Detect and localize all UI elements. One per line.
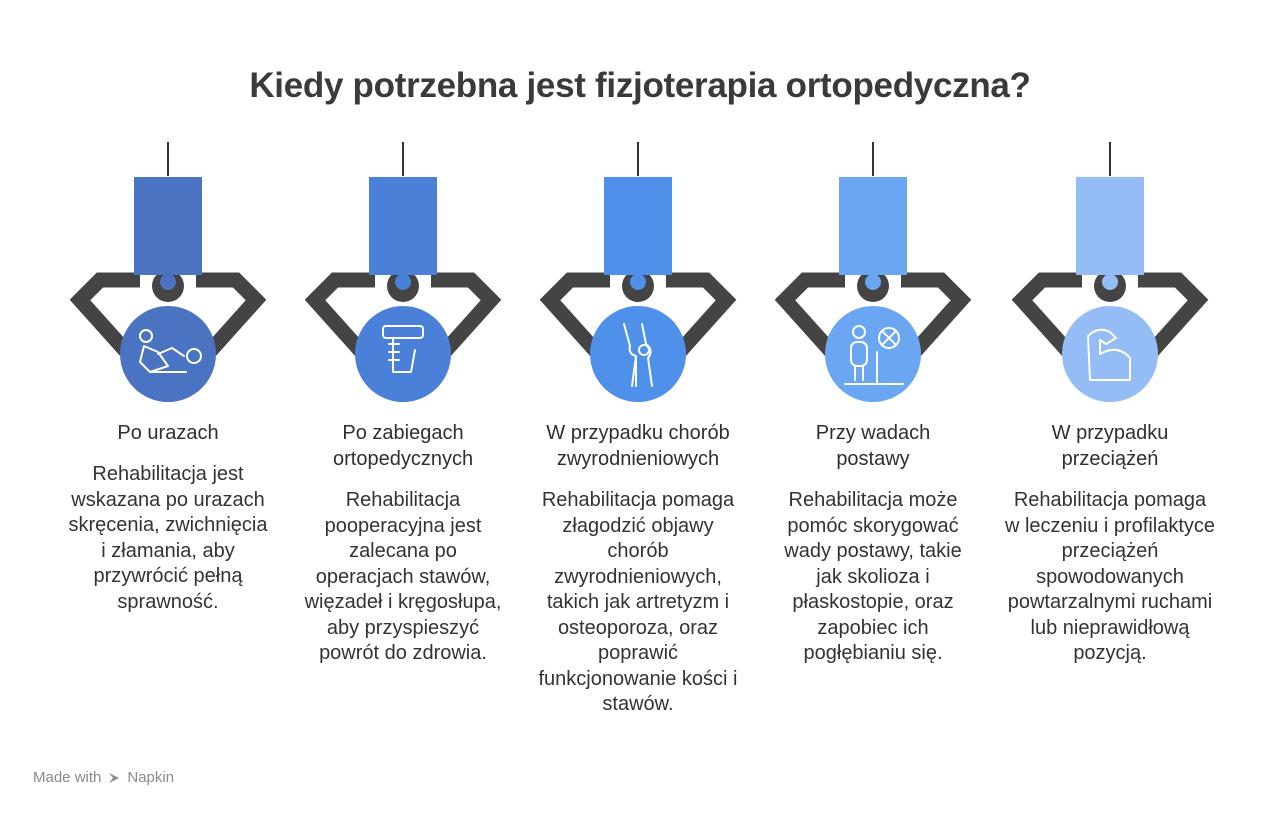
flexed-arm-icon bbox=[1087, 328, 1131, 381]
posture-icon bbox=[844, 325, 904, 385]
icon-circle bbox=[825, 306, 921, 402]
icon-circle bbox=[590, 306, 686, 402]
claw-body bbox=[604, 177, 672, 275]
step-heading: W przypadku chorób zwyrodnieniowych bbox=[546, 422, 730, 470]
robot-claw-2 bbox=[304, 142, 502, 402]
robot-claw-3 bbox=[539, 142, 737, 402]
robot-claw-5 bbox=[1011, 142, 1209, 402]
made-with-label: Made with bbox=[33, 769, 102, 786]
step-heading: Po urazach bbox=[117, 422, 219, 444]
icon-circle bbox=[355, 306, 451, 402]
claw-body bbox=[1076, 177, 1144, 275]
napkin-logo-icon bbox=[109, 772, 120, 783]
steps-row: Po urazach Rehabilitacja jest wskazana p… bbox=[0, 140, 1280, 740]
claw-joint-dot bbox=[160, 274, 176, 290]
claw-joint-dot bbox=[1102, 274, 1118, 290]
claw-left-arm bbox=[69, 272, 140, 364]
claw-right-arm bbox=[196, 272, 267, 364]
step-heading: W przypadku przeciążeń bbox=[1051, 422, 1169, 470]
step-description: Rehabilitacja pooperacyjna jest zalecana… bbox=[304, 489, 502, 664]
claw-right-arm bbox=[666, 272, 737, 364]
step-description: Rehabilitacja może pomóc skorygować wady… bbox=[784, 489, 962, 664]
claw-left-arm bbox=[1011, 272, 1082, 364]
claw-body bbox=[134, 177, 202, 275]
robot-claw-1 bbox=[69, 142, 267, 402]
robot-claw-4 bbox=[774, 142, 972, 402]
claw-body bbox=[369, 177, 437, 275]
claw-left-arm bbox=[304, 272, 375, 364]
claw-joint-dot bbox=[630, 274, 646, 290]
claw-right-arm bbox=[901, 272, 972, 364]
claw-body bbox=[839, 177, 907, 275]
hand-grip-icon bbox=[382, 325, 424, 373]
brand-label: Napkin bbox=[127, 769, 175, 786]
step-description: Rehabilitacja pomaga złagodzić objawy ch… bbox=[538, 489, 738, 715]
page-title: Kiedy potrzebna jest fizjoterapia ortope… bbox=[249, 66, 1031, 105]
knee-joint-icon bbox=[623, 323, 653, 387]
claw-right-arm bbox=[1138, 272, 1209, 364]
icon-circle bbox=[1062, 306, 1158, 402]
claw-joint-dot bbox=[395, 274, 411, 290]
step-description: Rehabilitacja pomaga w leczeniu i profil… bbox=[1004, 489, 1216, 664]
step-heading: Przy wadach postawy bbox=[815, 422, 931, 470]
footer-watermark: Made with Napkin bbox=[33, 769, 174, 786]
step-description: Rehabilitacja jest wskazana po urazach s… bbox=[68, 463, 268, 613]
injured-person-icon bbox=[139, 329, 202, 373]
step-heading: Po zabiegach ortopedycznych bbox=[333, 422, 474, 470]
claw-left-arm bbox=[774, 272, 845, 364]
claw-right-arm bbox=[431, 272, 502, 364]
claw-left-arm bbox=[539, 272, 610, 364]
claw-joint-dot bbox=[865, 274, 881, 290]
